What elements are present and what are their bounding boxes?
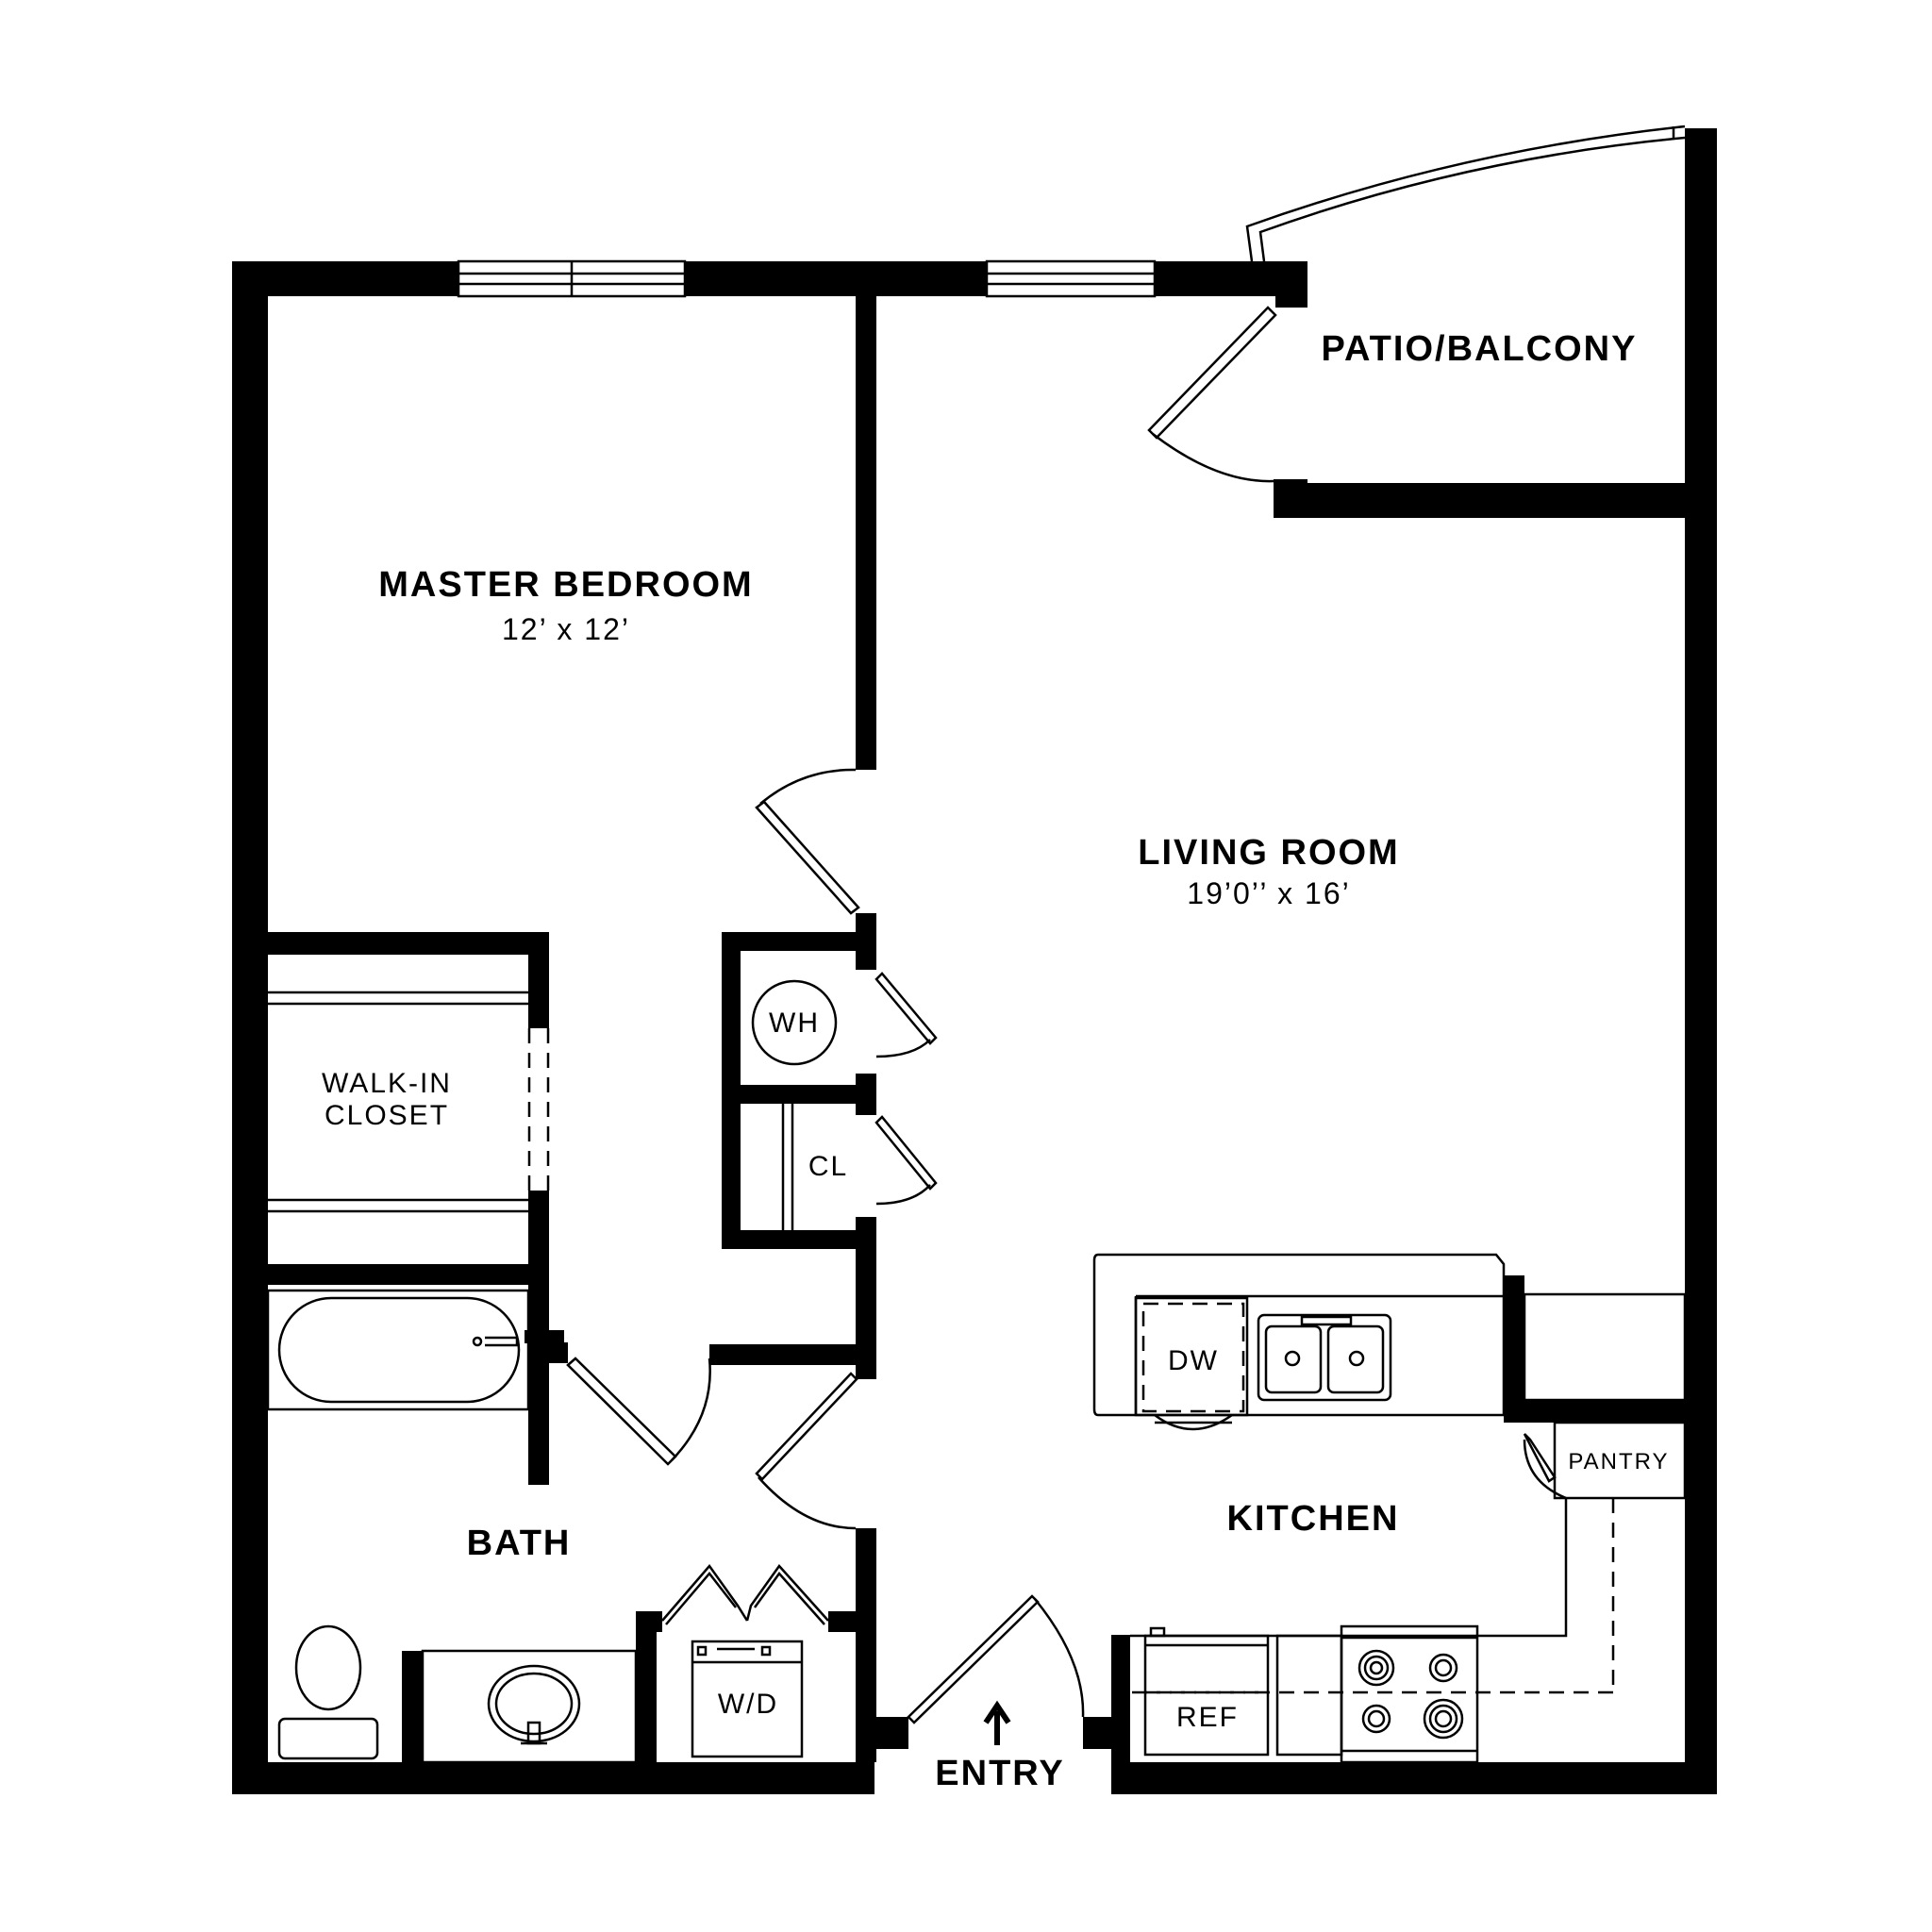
patio-balcony-label: PATIO/BALCONY — [1322, 329, 1638, 369]
entry-label: ENTRY — [935, 1754, 1064, 1793]
interior-walls — [268, 296, 1685, 1762]
living-room-size: 19’0’’ x 16’ — [1187, 876, 1350, 910]
walk-in-closet-label-line2: CLOSET — [325, 1100, 449, 1131]
refrigerator-label: REF — [1176, 1702, 1239, 1733]
exterior-walls — [232, 128, 1717, 1794]
water-heater-label: WH — [769, 1008, 820, 1039]
living-room-label: LIVING ROOM — [1138, 833, 1399, 873]
doors — [527, 306, 1567, 1724]
entry-arrow-icon — [983, 1700, 1011, 1745]
windows — [457, 125, 1686, 298]
closet-shelves — [268, 991, 794, 1230]
kitchen-fixtures — [1092, 1253, 1687, 1764]
closet-label: CL — [808, 1151, 848, 1182]
bath-label: BATH — [467, 1524, 572, 1563]
bath-fixtures — [266, 979, 838, 1764]
master-bedroom-label: MASTER BEDROOM — [378, 565, 753, 605]
walk-in-closet-label-line1: WALK-IN — [322, 1068, 452, 1099]
dishwasher-label: DW — [1168, 1345, 1219, 1376]
master-bedroom-size: 12’ x 12’ — [502, 612, 630, 646]
washer-dryer-label: W/D — [718, 1689, 778, 1720]
pantry-label: PANTRY — [1568, 1449, 1669, 1474]
kitchen-label: KITCHEN — [1227, 1499, 1400, 1539]
